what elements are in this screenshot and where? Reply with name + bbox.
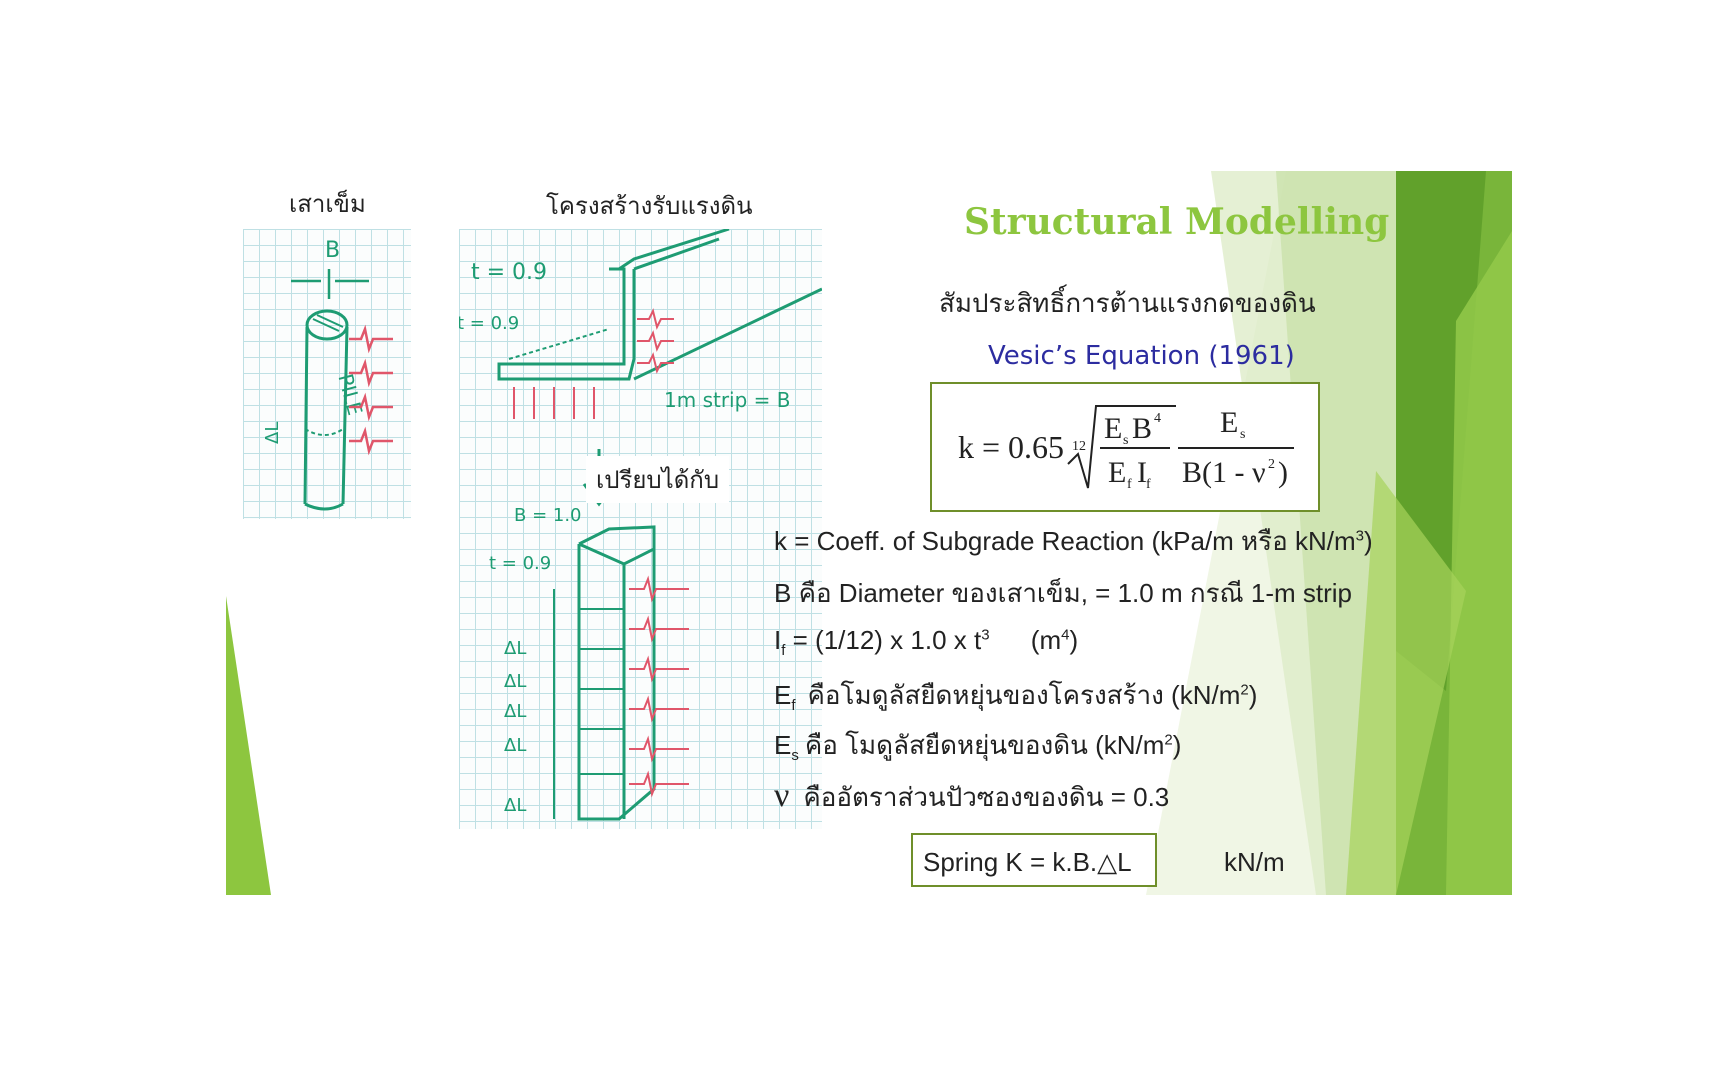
svg-text:B: B [1132, 412, 1152, 445]
svg-text:2: 2 [1268, 457, 1275, 472]
spring-unit: kN/m [1224, 847, 1285, 877]
pile-b-label: B [325, 238, 340, 263]
formula-root-index: 12 [1072, 439, 1086, 454]
svg-text:E: E [1220, 406, 1238, 439]
svg-text:4: 4 [1154, 411, 1161, 426]
svg-text:ΔL: ΔL [504, 671, 526, 692]
pile-sketch: B PILE ΔL [243, 229, 411, 519]
svg-text:ΔL: ΔL [504, 701, 526, 722]
pile-text: PILE [333, 371, 367, 418]
vesic-formula: k = 0.65 12 E s B 4 E f I f E s B(1 - ν … [958, 405, 1294, 492]
b-definition: B คือ Diameter ของเสาเข็ม, = 1.0 m กรณี … [774, 578, 1353, 608]
caption-wall: โครงสร้างรับแรงดิน [546, 192, 753, 220]
svg-text:): ) [1278, 456, 1288, 489]
retaining-wall-sketch: t = 0.9 t = 0.9 1m strip = B B = 1.0 t =… [457, 227, 823, 829]
formula-k: k = 0.65 [958, 429, 1064, 465]
svg-text:ΔL: ΔL [504, 735, 526, 756]
caption-pile: เสาเข็ม [289, 190, 366, 218]
wall-strip-label: 1m strip = B [664, 388, 791, 412]
svg-text:f: f [1146, 477, 1151, 492]
svg-text:s: s [1123, 433, 1128, 448]
wall-t-label-1: t = 0.9 [471, 260, 547, 285]
beam-t-label: t = 0.9 [489, 553, 551, 574]
beam-b-label: B = 1.0 [514, 505, 582, 526]
svg-text:I: I [1137, 456, 1147, 489]
svg-text:s: s [1240, 427, 1245, 442]
pile-dl-label: ΔL [262, 422, 283, 444]
compare-label: เปรียบได้กับ [586, 456, 730, 503]
k-definition: k = Coeff. of Subgrade Reaction (kPa/m ห… [774, 526, 1373, 556]
svg-text:E: E [1108, 456, 1126, 489]
slide: เสาเข็ม โครงสร้างรับแรงดิน B PILE ΔL [226, 171, 1512, 895]
svg-text:E: E [1104, 412, 1122, 445]
if-definition: If = (1/12) x 1.0 x t3 (m4) [774, 625, 1079, 660]
slide-background-graphic [226, 171, 1512, 895]
slide-title: Structural Modelling [964, 201, 1390, 243]
subtitle-thai: สัมประสิทธิ์การต้านแรงกดของดิน [939, 289, 1316, 319]
svg-text:f: f [1127, 477, 1132, 492]
svg-text:ΔL: ΔL [504, 795, 526, 816]
vesic-equation-label: Vesic’s Equation (1961) [988, 341, 1295, 371]
formula-box: k = 0.65 12 E s B 4 E f I f E s B(1 - ν … [930, 382, 1320, 512]
beam-dl-label: ΔL [504, 638, 526, 659]
spring-formula-box: Spring K = k.B.△L [911, 833, 1157, 887]
svg-text:B(1 - ν: B(1 - ν [1182, 456, 1266, 489]
wall-t-label-2: t = 0.9 [459, 313, 519, 334]
